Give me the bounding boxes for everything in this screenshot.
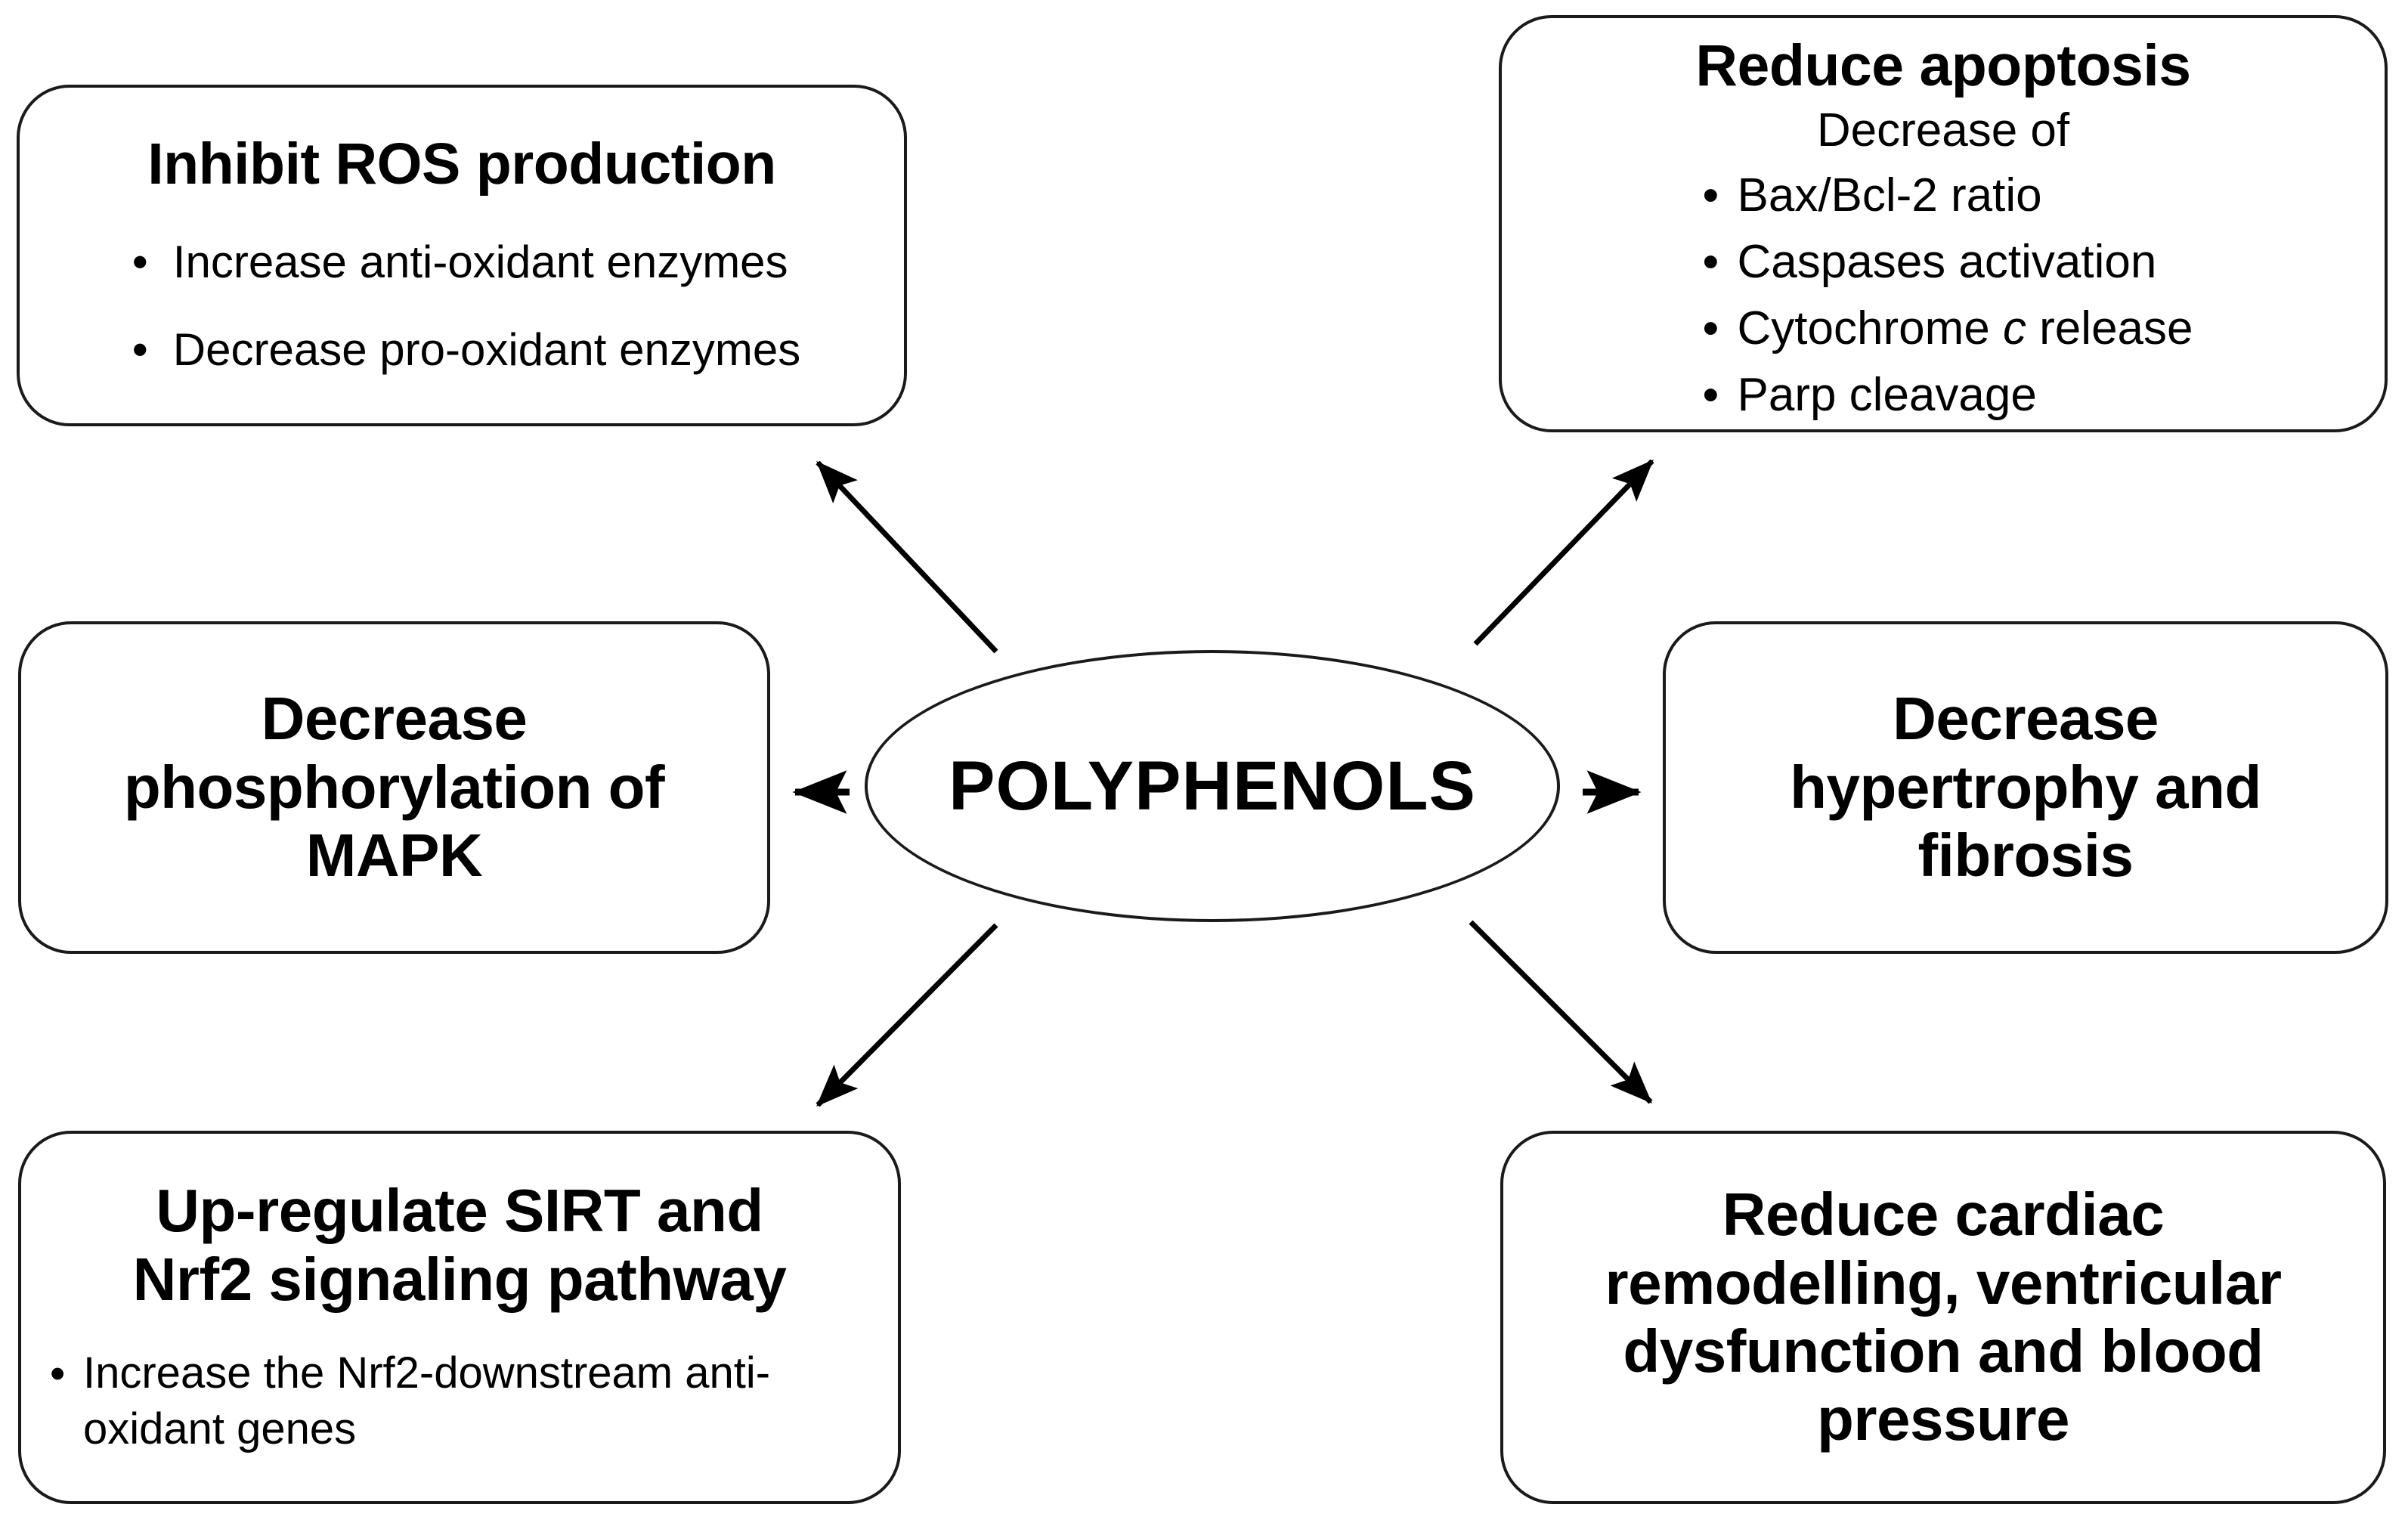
- bullet-dot-icon: •: [1702, 236, 1719, 289]
- node-subtitle: Decrease of: [1816, 104, 2070, 156]
- list-item-label: Cytochrome c release: [1737, 302, 2193, 354]
- arrow-center-to-remodelling: [1469, 920, 1653, 1104]
- bullet-dot-icon: •: [1702, 169, 1719, 222]
- node-title: Up-regulate SIRT and Nrf2 signaling path…: [133, 1177, 787, 1314]
- node-title: Reduce apoptosis: [1695, 33, 2191, 98]
- list-item-label: Increase anti-oxidant enzymes: [172, 237, 788, 288]
- arrow-center-to-sirt: [816, 923, 998, 1107]
- bullet-dot-icon: •: [50, 1349, 66, 1399]
- bullet-dot-icon: •: [1702, 368, 1719, 421]
- node-polyphenols-center[interactable]: POLYPHENOLS: [865, 650, 1560, 922]
- list-item: • Increase anti-oxidant enzymes: [123, 232, 800, 292]
- list-item: • Caspases activation: [1693, 231, 2193, 293]
- node-inhibit-ros-production[interactable]: Inhibit ROS production • Increase anti-o…: [17, 85, 907, 426]
- node-decrease-hypertrophy-fibrosis[interactable]: Decrease hypertrophy and fibrosis: [1663, 621, 2388, 954]
- list-item: • Parp cleavage: [1693, 364, 2193, 426]
- list-item-label: Bax/Bcl-2 ratio: [1737, 169, 2042, 222]
- node-title-line: Up-regulate SIRT and: [156, 1177, 763, 1245]
- list-item-label: Caspases activation: [1737, 236, 2157, 289]
- node-title-line: Reduce cardiac: [1722, 1181, 2165, 1249]
- center-label: POLYPHENOLS: [949, 747, 1476, 825]
- node-title-line: Decrease: [1893, 685, 2159, 753]
- list-item-label: Parp cleavage: [1737, 368, 2037, 421]
- node-up-regulate-sirt-nrf2[interactable]: Up-regulate SIRT and Nrf2 signaling path…: [18, 1131, 901, 1504]
- node-title-line: MAPK: [305, 822, 483, 890]
- node-title: Reduce cardiac remodelling, ventricular …: [1605, 1181, 2282, 1454]
- node-title-line: dysfunction and blood: [1623, 1317, 2264, 1385]
- list-item: • Increase the Nrf2-downstream anti-oxid…: [41, 1345, 878, 1457]
- list-item: • Decrease pro-oxidant enzymes: [123, 320, 800, 379]
- node-title-line: Decrease: [261, 685, 528, 753]
- node-title-line: hypertrophy and: [1790, 753, 2261, 821]
- node-title-line: pressure: [1817, 1385, 2069, 1453]
- bullet-list: • Increase the Nrf2-downstream anti-oxid…: [41, 1345, 878, 1457]
- list-item: • Bax/Bcl-2 ratio: [1693, 165, 2193, 227]
- list-item-label: Increase the Nrf2-downstream anti-oxidan…: [83, 1348, 771, 1454]
- node-title-line: Nrf2 signaling pathway: [132, 1245, 787, 1313]
- bullet-list: • Bax/Bcl-2 ratio • Caspases activation …: [1693, 165, 2193, 430]
- list-item: • Cytochrome c release: [1693, 298, 2193, 360]
- node-title-line: phosphorylation of: [123, 753, 665, 821]
- bullet-dot-icon: •: [1702, 302, 1719, 354]
- bullet-dot-icon: •: [132, 323, 148, 375]
- node-title-line: remodelling, ventricular: [1605, 1249, 2282, 1317]
- node-reduce-cardiac-remodelling[interactable]: Reduce cardiac remodelling, ventricular …: [1500, 1131, 2386, 1504]
- node-title: Decrease hypertrophy and fibrosis: [1790, 685, 2261, 890]
- node-title-line: fibrosis: [1917, 822, 2134, 890]
- bullet-dot-icon: •: [132, 237, 148, 288]
- bullet-list: • Increase anti-oxidant enzymes • Decrea…: [123, 232, 800, 379]
- node-reduce-apoptosis[interactable]: Reduce apoptosis Decrease of • Bax/Bcl-2…: [1499, 15, 2388, 432]
- arrow-center-to-inhibit-ros: [816, 460, 998, 654]
- arrow-center-to-reduce-apoptosis: [1473, 459, 1654, 646]
- list-item-label: Decrease pro-oxidant enzymes: [172, 323, 801, 375]
- node-title: Inhibit ROS production: [147, 132, 776, 197]
- node-decrease-phosphorylation-mapk[interactable]: Decrease phosphorylation of MAPK: [18, 621, 770, 954]
- list-item-emphasis: c: [2002, 302, 2026, 354]
- node-title: Decrease phosphorylation of MAPK: [123, 685, 665, 890]
